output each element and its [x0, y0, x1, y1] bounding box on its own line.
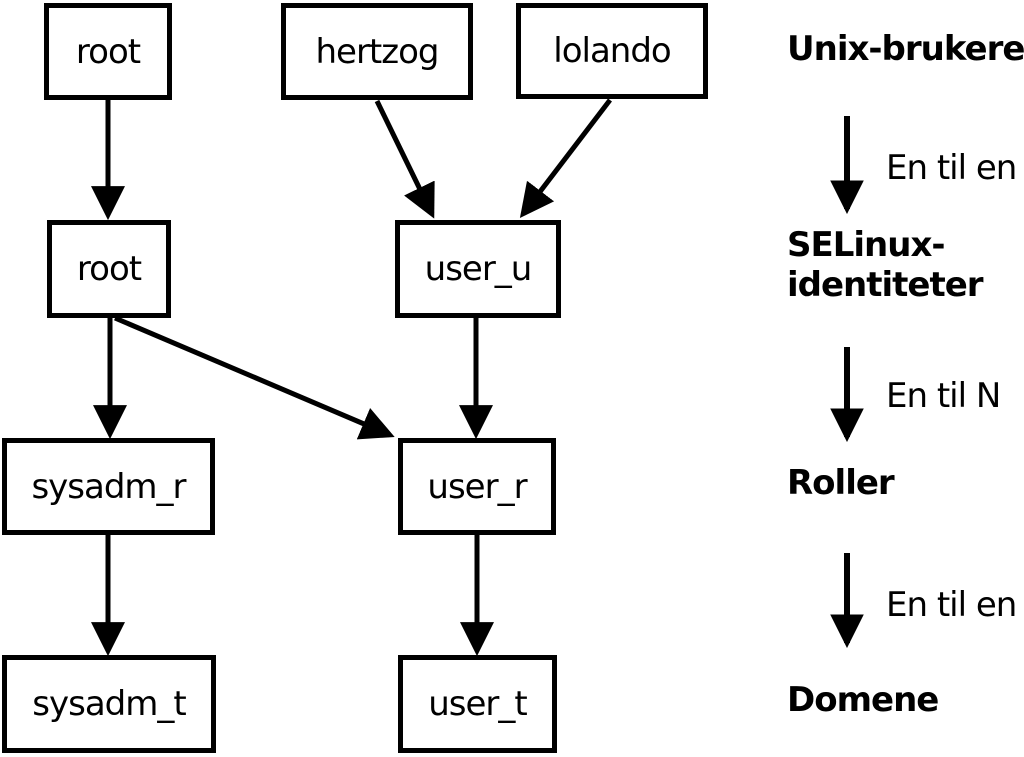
node-label: user_u	[424, 249, 533, 289]
node-unix-user-root: root	[44, 3, 172, 100]
node-label: user_t	[428, 684, 527, 724]
edge-lolando-to-user-u	[519, 98, 612, 219]
node-label: root	[75, 31, 141, 72]
edge-hertzog-to-user-u	[374, 99, 435, 219]
node-domain-user-t: user_t	[398, 655, 557, 753]
legend-label-one-to-one-2: En til en	[886, 585, 1017, 625]
node-label: sysadm_t	[32, 684, 186, 724]
node-label: user_r	[427, 466, 527, 507]
legend-label-one-to-n: En til N	[886, 376, 1001, 416]
node-role-user-r: user_r	[398, 438, 556, 535]
legend-title-roles: Roller	[787, 463, 895, 503]
legend-title-domains: Domene	[787, 680, 939, 720]
node-unix-user-lolando: lolando	[516, 3, 708, 99]
edge-selinux-root-to-user-r	[114, 315, 395, 440]
node-label: lolando	[553, 31, 671, 71]
node-label: sysadm_r	[31, 466, 186, 507]
node-role-sysadm-r: sysadm_r	[2, 438, 215, 535]
legend-title-line: SELinux-	[787, 225, 945, 265]
node-selinux-identity-root: root	[47, 220, 171, 318]
node-label: hertzog	[315, 31, 439, 72]
node-label: root	[76, 249, 142, 289]
legend-title-selinux-identities: SELinux- identiteter	[787, 225, 984, 305]
node-unix-user-hertzog: hertzog	[281, 3, 473, 100]
legend-title-line: identiteter	[787, 265, 984, 305]
node-selinux-identity-user-u: user_u	[395, 220, 561, 318]
legend-label-one-to-one-1: En til en	[886, 148, 1017, 188]
node-domain-sysadm-t: sysadm_t	[2, 655, 216, 753]
legend-title-unix-users: Unix-brukere	[787, 29, 1024, 69]
